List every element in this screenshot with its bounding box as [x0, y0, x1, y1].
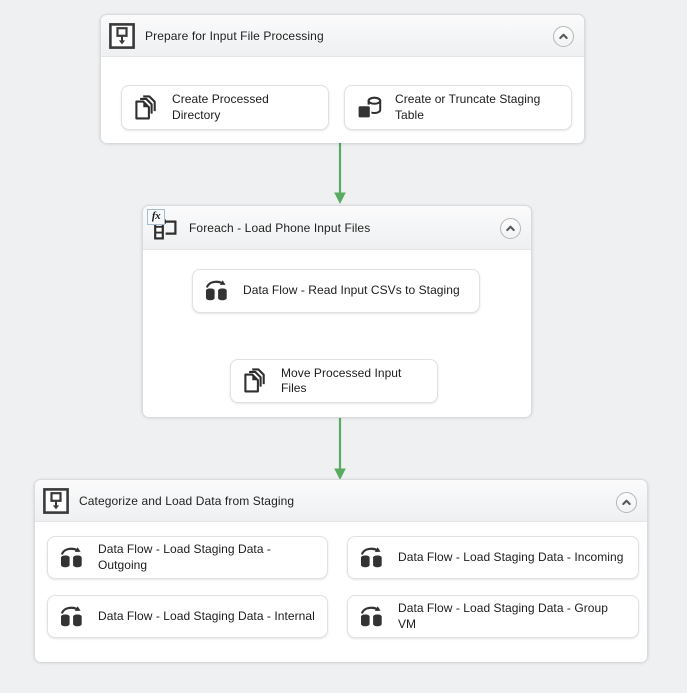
container-title: Foreach - Load Phone Input Files [189, 220, 371, 235]
execute-sql-task-icon [355, 94, 383, 122]
foreach-loop-icon-group: fx [147, 208, 179, 243]
container-body: Create Processed Directory Create or Tru… [101, 57, 584, 143]
expression-fx-badge-icon: fx [147, 208, 165, 225]
task-label: Data Flow - Read Input CSVs to Staging [243, 283, 460, 298]
task-create-or-truncate-staging-table[interactable]: Create or Truncate Staging Table [344, 85, 572, 130]
container-foreach-load-phone-input-files[interactable]: fx Foreach - Load Phone Input Files Data… [142, 205, 532, 417]
chevron-up-icon [559, 33, 568, 40]
container-header[interactable]: fx Foreach - Load Phone Input Files [143, 206, 531, 250]
container-title: Prepare for Input File Processing [145, 28, 324, 43]
data-flow-task-icon [358, 544, 386, 572]
container-header[interactable]: Prepare for Input File Processing [101, 15, 584, 57]
data-flow-task-icon [58, 603, 86, 631]
task-label: Data Flow - Load Staging Data - Group VM [398, 601, 608, 631]
task-data-flow-load-staging-data-outgoing[interactable]: Data Flow - Load Staging Data - Outgoing [47, 536, 328, 579]
data-flow-task-icon [58, 544, 86, 572]
container-prepare-for-input-file-processing[interactable]: Prepare for Input File Processing Create… [100, 14, 585, 143]
connector-foreach-to-categorize [334, 418, 346, 480]
task-label: Data Flow - Load Staging Data - Incoming [398, 549, 624, 564]
container-body: Data Flow - Load Staging Data - Outgoing… [35, 522, 647, 662]
task-data-flow-load-staging-data-incoming[interactable]: Data Flow - Load Staging Data - Incoming [347, 536, 639, 579]
task-data-flow-load-staging-data-internal[interactable]: Data Flow - Load Staging Data - Internal [47, 595, 328, 638]
file-system-task-icon [241, 367, 269, 395]
task-move-processed-input-files[interactable]: Move Processed Input Files [230, 359, 438, 403]
task-label: Data Flow - Load Staging Data - Outgoing [98, 542, 271, 572]
task-label: Move Processed Input Files [281, 365, 402, 395]
data-flow-task-icon [203, 277, 231, 305]
container-categorize-and-load-data-from-staging[interactable]: Categorize and Load Data from Staging Da… [34, 479, 648, 662]
task-label: Create Processed Directory [172, 92, 269, 122]
container-body: Data Flow - Read Input CSVs to Staging M… [143, 250, 531, 417]
container-title: Categorize and Load Data from Staging [79, 493, 295, 508]
collapse-toggle-button[interactable] [500, 218, 521, 239]
data-flow-task-icon [358, 603, 386, 631]
file-system-task-icon [132, 94, 160, 122]
chevron-up-icon [622, 499, 631, 506]
task-label: Data Flow - Load Staging Data - Internal [98, 608, 315, 623]
task-label: Create or Truncate Staging Table [395, 92, 541, 122]
task-data-flow-load-staging-data-group-vm[interactable]: Data Flow - Load Staging Data - Group VM [347, 595, 639, 638]
connector-prepare-to-foreach [334, 142, 346, 204]
task-create-processed-directory[interactable]: Create Processed Directory [121, 85, 329, 130]
collapse-toggle-button[interactable] [553, 26, 574, 47]
collapse-toggle-button[interactable] [616, 492, 637, 513]
container-header[interactable]: Categorize and Load Data from Staging [35, 480, 647, 522]
task-data-flow-read-input-csvs-to-staging[interactable]: Data Flow - Read Input CSVs to Staging [192, 269, 480, 313]
sequence-container-icon [43, 488, 69, 514]
sequence-container-icon [109, 23, 135, 49]
chevron-up-icon [506, 225, 515, 232]
